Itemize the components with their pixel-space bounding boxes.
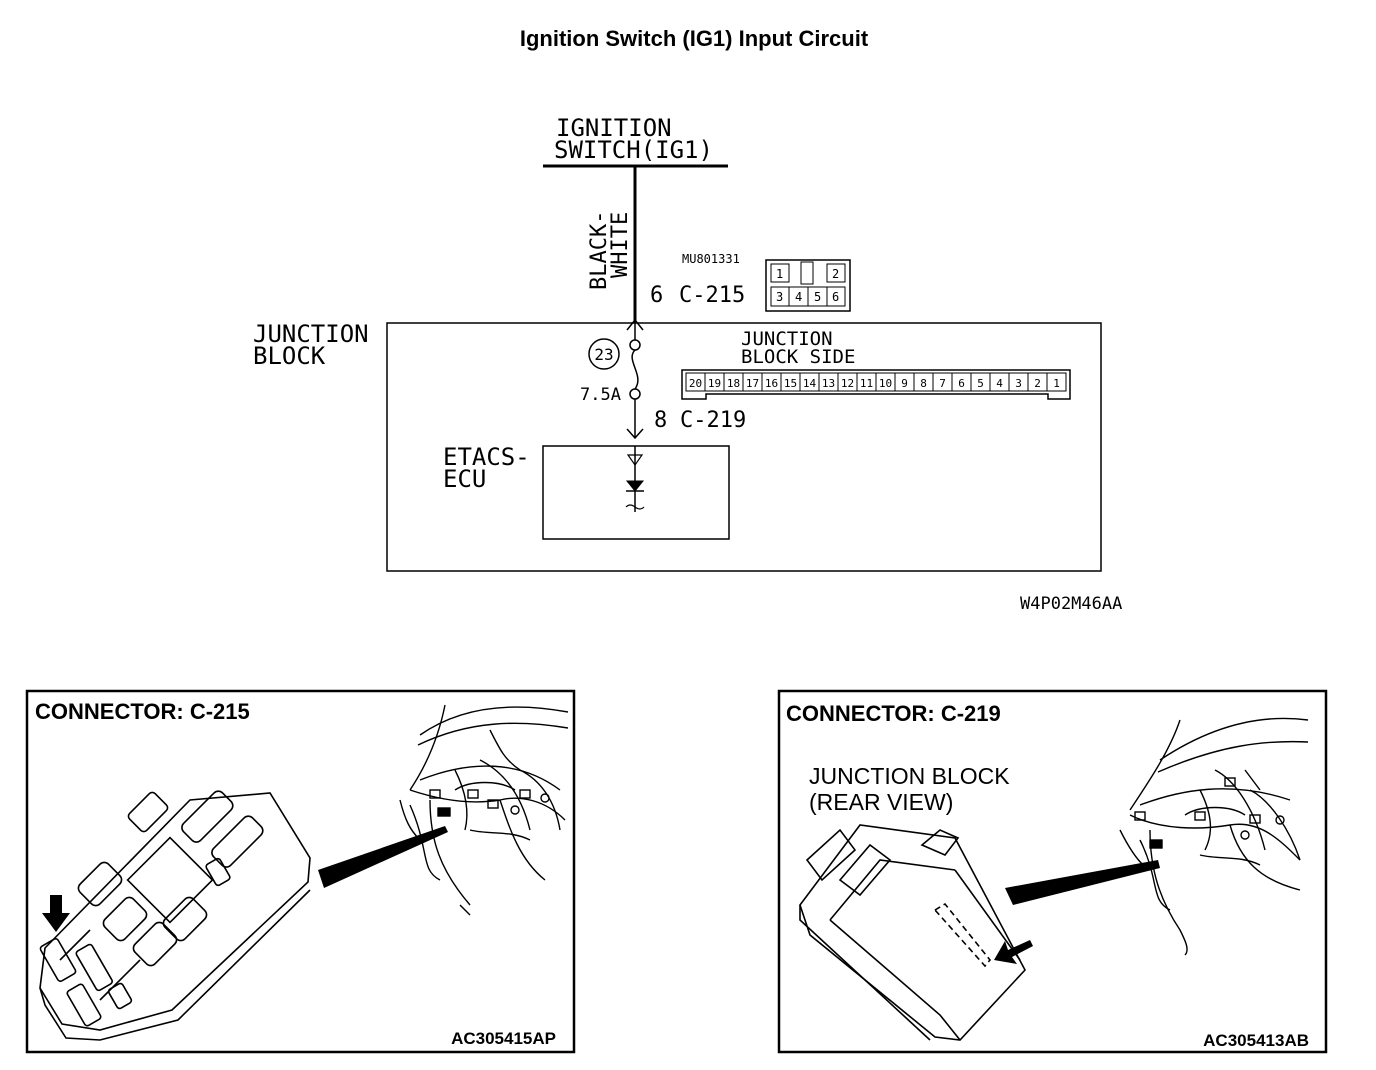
panel-c215-header: CONNECTOR: C-215 [35, 699, 250, 724]
page-title: Ignition Switch (IG1) Input Circuit [519, 26, 869, 51]
jb-pin-number: 1 [1053, 377, 1060, 390]
c215-dashboard-sketch [399, 704, 569, 916]
wire-color-label-2: WHITE [608, 212, 633, 278]
jb-pin-number: 18 [727, 377, 740, 390]
jb-pin-number: 9 [901, 377, 908, 390]
c215-pin-number: 6 [650, 283, 663, 308]
panel-c215-code: AC305415AP [451, 1029, 556, 1048]
panel-c219-code: AC305413AB [1203, 1031, 1309, 1050]
jb-pin-number: 14 [803, 377, 817, 390]
fuse-terminal-top [629, 339, 641, 351]
jb-pin-number: 15 [784, 377, 797, 390]
c219-pin-number: 8 [654, 408, 667, 433]
panel-c219-caption-1: JUNCTION BLOCK [809, 763, 1010, 789]
jb-pin-cell [1046, 372, 1067, 392]
jb-pin-number: 5 [977, 377, 984, 390]
ignition-switch-label-2: SWITCH(IG1) [554, 136, 713, 164]
panel-connector-c215: CONNECTOR: C-215 AC305415AP [25, 689, 576, 1054]
c219-connector-arrow [626, 428, 644, 440]
jb-pin-number: 13 [822, 377, 835, 390]
c219-junction-block-rear-illustration [799, 824, 1026, 1041]
c215-pin-6: 6 [832, 290, 839, 304]
etacs-ecu-box [542, 445, 730, 540]
jb-pin-number: 19 [708, 377, 721, 390]
schematic: IGNITION SWITCH(IG1) BLACK- WHITE MU8013… [253, 114, 1122, 614]
c215-connector-arrow [626, 318, 644, 331]
jb-pin-number: 6 [958, 377, 965, 390]
jb-pin-number: 4 [996, 377, 1003, 390]
c215-label: C-215 [679, 283, 745, 308]
c215-pin-4: 4 [795, 290, 802, 304]
fuse-rating: 7.5A [580, 385, 621, 405]
jb-pin-number: 2 [1034, 377, 1041, 390]
c215-location-arrow [42, 895, 70, 932]
c215-pin-3: 3 [776, 290, 783, 304]
c215-junction-block-illustration [39, 790, 311, 1041]
jb-pin-number: 11 [860, 377, 873, 390]
c215-pin-5: 5 [814, 290, 821, 304]
junction-block-label-1: JUNCTION [253, 320, 369, 348]
c215-pin-1: 1 [776, 267, 783, 281]
panel-c219-caption-2: (REAR VIEW) [809, 789, 953, 815]
fuse-terminal-bottom [629, 388, 641, 400]
jb-pin-number: 3 [1015, 377, 1022, 390]
wire-color-label-1: BLACK- [587, 211, 612, 290]
fuse-number: 23 [594, 345, 613, 364]
jb-side-label-2: BLOCK SIDE [741, 346, 855, 368]
etacs-input-symbol [625, 446, 645, 512]
jb-pin-number: 12 [841, 377, 854, 390]
c215-pointer-wedge [318, 826, 448, 888]
panel-connector-c219: CONNECTOR: C-219 JUNCTION BLOCK (REAR VI… [777, 689, 1328, 1054]
fuse-number-circle [588, 338, 620, 370]
etacs-label-1: ETACS- [443, 443, 530, 471]
jb-side-label-1: JUNCTION [741, 328, 833, 350]
c219-pointer-wedge [1005, 860, 1160, 905]
ignition-switch-label-1: IGNITION [556, 114, 672, 142]
junction-block-label-2: BLOCK [253, 342, 326, 370]
junction-block-box [386, 322, 1102, 572]
jb-pin-number: 17 [746, 377, 759, 390]
jb-pin-number: 10 [879, 377, 892, 390]
c215-pin-2: 2 [832, 267, 839, 281]
c219-dashboard-sketch [1119, 717, 1309, 956]
fuse-element [631, 349, 639, 390]
jb-pin-number: 20 [689, 377, 702, 390]
part-number: MU801331 [682, 252, 740, 266]
panel-c219-header: CONNECTOR: C-219 [786, 701, 1001, 726]
schematic-code: W4P02M46AA [1020, 594, 1122, 614]
c219-label: C-219 [680, 408, 746, 433]
jb-pin-number: 7 [939, 377, 946, 390]
etacs-label-2: ECU [443, 465, 486, 493]
jb-pin-number: 16 [765, 377, 778, 390]
c219-location-arrow [994, 940, 1033, 964]
c215-connector-face: 1 2 3 4 5 6 [765, 259, 851, 312]
jb-pin-number: 8 [920, 377, 927, 390]
